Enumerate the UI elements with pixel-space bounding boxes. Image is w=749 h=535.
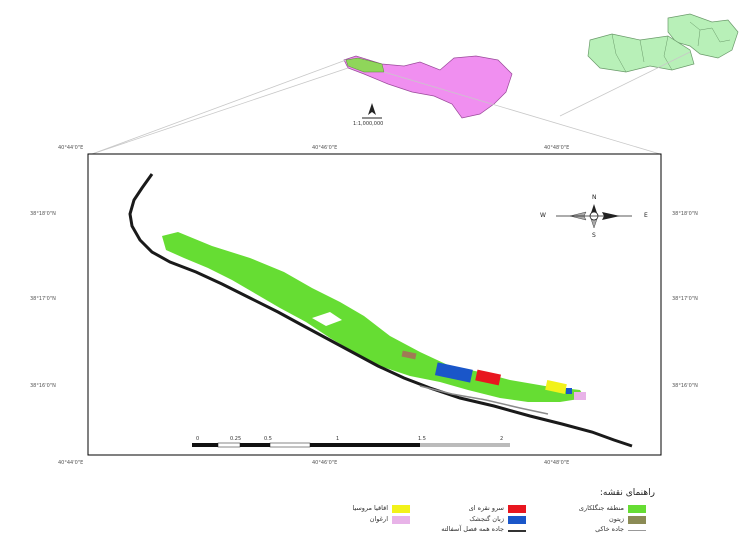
legend-item-silver-cypress: سرو نقره ای: [416, 504, 526, 514]
inset-study-area: [345, 57, 385, 73]
main-map-frame: [87, 153, 662, 456]
plot-blue-small: [566, 388, 572, 394]
scale-tick-1: 0.25: [230, 436, 242, 442]
legend-title: راهنمای نقشه:: [599, 488, 655, 498]
legend-label-judas-tree: ارغوان: [369, 515, 388, 523]
compass-rose: [556, 204, 632, 229]
legend-swatch-acacia: [392, 505, 410, 513]
inset-north-arrow: [362, 103, 382, 119]
scale-tick-0: 0: [196, 436, 200, 442]
inset-neighbour-regions: [587, 13, 739, 73]
legend-item-afforestation: منطقه جنگلکاری: [536, 504, 646, 514]
legend-item-judas-tree: ارغوان: [300, 515, 410, 525]
right-coord-3: 38°16'0"N: [672, 383, 698, 389]
scale-tick-5: 2: [500, 436, 504, 442]
legend-swatch-silver-cypress: [508, 505, 526, 513]
compass-w-label: W: [540, 212, 546, 219]
inset-province: [343, 55, 513, 119]
legend-item-dirt-road: جاده خاکی: [536, 525, 646, 535]
scale-tick-3: 1: [336, 436, 340, 442]
scale-tick-4: 1.5: [418, 436, 426, 442]
plot-blue-ash: [434, 362, 473, 383]
plot-silver-cypress: [475, 369, 501, 386]
top-coord-3: 40°48'0"E: [544, 145, 570, 151]
legend-item-acacia: اقاقیا مروسیا: [300, 504, 410, 514]
dirt-road: [419, 385, 549, 415]
plot-acacia: [545, 380, 567, 394]
top-coord-1: 40°44'0"E: [58, 145, 84, 151]
left-coord-1: 38°18'0"N: [30, 211, 56, 217]
legend-label-dirt-road: جاده خاکی: [595, 525, 624, 533]
legend-label-olive: زیتون: [608, 515, 624, 523]
afforestation-area: [162, 232, 585, 402]
compass-s-label: S: [592, 232, 596, 239]
left-coord-2: 38°17'0"N: [30, 296, 56, 302]
legend-label-acacia: اقاقیا مروسیا: [352, 504, 388, 512]
bottom-coord-1: 40°44'0"E: [58, 460, 84, 466]
legend-item-paved-road: جاده همه فصل آسفالته: [416, 525, 526, 535]
bottom-coord-2: 40°46'0"E: [312, 460, 338, 466]
right-coord-2: 38°17'0"N: [672, 296, 698, 302]
paved-road: [128, 173, 633, 448]
compass-e-label: E: [644, 212, 648, 219]
right-coord-1: 38°18'0"N: [672, 211, 698, 217]
top-coord-2: 40°46'0"E: [312, 145, 338, 151]
scale-tick-2: 0.5: [264, 436, 272, 442]
left-coord-3: 38°16'0"N: [30, 383, 56, 389]
legend-swatch-afforestation: [628, 505, 646, 513]
legend-swatch-judas-tree: [392, 516, 410, 524]
legend-item-olive: زیتون: [536, 515, 646, 525]
plot-olive: [401, 350, 417, 360]
zoom-connector-lines: [91, 51, 691, 155]
legend-swatch-ash: [508, 516, 526, 524]
compass-n-label: N: [592, 194, 597, 201]
scale-bar: [192, 442, 510, 448]
legend-label-paved-road: جاده همه فصل آسفالته: [441, 525, 504, 533]
bottom-coord-3: 40°48'0"E: [544, 460, 570, 466]
legend-swatch-dirt-road: [628, 530, 646, 531]
legend-swatch-paved-road: [508, 530, 526, 532]
legend-label-ash: زبان گنجشک: [469, 515, 504, 523]
legend-swatch-olive: [628, 516, 646, 524]
plot-judas-tree: [574, 392, 586, 400]
inset-scale-label: 1:1,000,000: [353, 121, 384, 127]
legend-label-silver-cypress: سرو نقره ای: [468, 504, 504, 512]
legend-item-ash: زبان گنجشک: [416, 515, 526, 525]
legend-label-afforestation: منطقه جنگلکاری: [578, 504, 624, 512]
